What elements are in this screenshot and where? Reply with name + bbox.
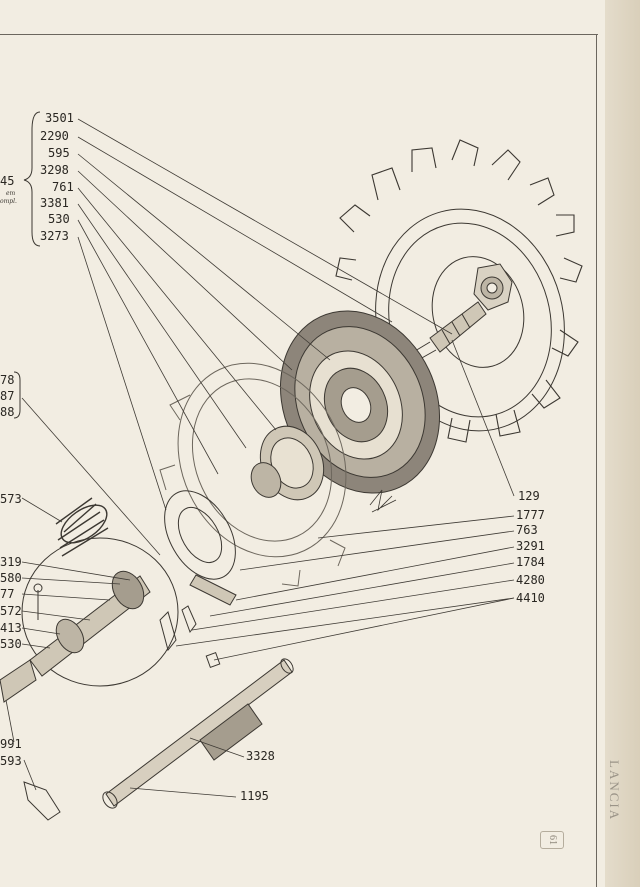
label-761: 761 (52, 180, 74, 194)
label-3291: 3291 (516, 539, 545, 553)
label-319: 319 (0, 555, 22, 569)
book-spine (605, 0, 640, 887)
label-1195: 1195 (240, 789, 269, 803)
frame-top-rule (0, 34, 598, 35)
label-1777: 1777 (516, 508, 545, 522)
label-4280: 4280 (516, 573, 545, 587)
assembly-note-2: ompl. (0, 198, 17, 205)
label-88: 88 (0, 405, 15, 419)
label-530-group: 530 (0, 637, 22, 651)
release-group (21, 537, 179, 687)
label-77: 77 (0, 587, 15, 601)
label-573: 573 (0, 492, 22, 506)
label-580: 580 (0, 571, 22, 585)
page-number: 61 (540, 831, 564, 849)
brace-mid (13, 371, 21, 419)
spring (55, 497, 109, 557)
label-3273: 3273 (40, 229, 69, 243)
label-763: 763 (516, 523, 538, 537)
label-2290: 2290 (40, 129, 69, 143)
label-572: 572 (0, 604, 22, 618)
leader-lines-right (175, 339, 515, 661)
label-78: 78 (0, 373, 15, 387)
gear (250, 425, 325, 501)
label-4410: 4410 (516, 591, 545, 605)
label-3328: 3328 (246, 749, 275, 763)
clutch-cover (159, 362, 347, 587)
label-3501: 3501 (45, 111, 74, 125)
label-3298: 3298 (40, 163, 69, 177)
label-1784: 1784 (516, 555, 545, 569)
output-shaft (102, 658, 294, 809)
spine-brand-text: LANCIA (607, 760, 622, 822)
label-413: 413 (0, 621, 22, 635)
friction-disc (279, 310, 441, 494)
label-87: 87 (0, 389, 15, 403)
assembly-number: 45 (0, 174, 15, 188)
brace-top (23, 111, 41, 247)
assembly-note-1: em (6, 190, 16, 197)
left-shaft-end (0, 659, 61, 821)
leader-lines-bottom (5, 497, 245, 798)
label-991: 991 (0, 737, 22, 751)
label-593: 593 (0, 754, 22, 768)
label-3381: 3381 (40, 196, 69, 210)
label-595: 595 (48, 146, 70, 160)
frame-right-rule (596, 34, 597, 887)
leader-lines-top (21, 118, 453, 556)
release-fork (159, 490, 237, 668)
label-129: 129 (518, 489, 540, 503)
sketch-scribble (369, 489, 397, 513)
label-530-top: 530 (48, 212, 70, 226)
